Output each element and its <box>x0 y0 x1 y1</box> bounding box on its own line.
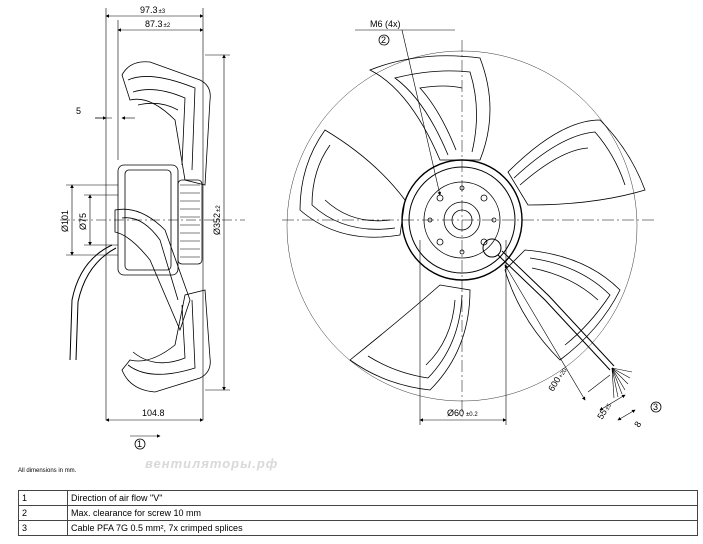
front-dimensions <box>355 29 636 425</box>
marker-3: 3 <box>650 401 662 413</box>
blade-5 <box>299 129 406 238</box>
dim-width-inner: 87.3±2 <box>145 19 171 29</box>
front-view <box>282 40 655 420</box>
blade-2 <box>507 119 646 206</box>
svg-text:1: 1 <box>137 439 142 449</box>
svg-text:2: 2 <box>381 35 386 45</box>
svg-text:3: 3 <box>653 402 658 412</box>
blade-3 <box>504 249 621 361</box>
side-blade-top <box>121 61 211 186</box>
dim-width-total: 97.3±3 <box>140 5 166 15</box>
dimensions-note: All dimensions in mm. <box>18 468 77 474</box>
dim-dia-75: Ø75 <box>78 213 88 230</box>
legend-num: 3 <box>18 520 68 536</box>
blade-1 <box>369 55 491 161</box>
dim-screw: M6 (4x) <box>370 19 401 29</box>
side-blade-bottom <box>121 289 211 393</box>
dim-dia-101: Ø101 <box>60 210 70 232</box>
dim-dia-60: Ø60±0.2 <box>447 408 478 418</box>
legend-num: 2 <box>18 505 68 521</box>
dim-cable-length: 600+20 <box>546 365 569 393</box>
legend-text: Cable PFA 7G 0.5 mm², 7x crimped splices <box>67 520 698 536</box>
marker-2: 2 <box>378 34 390 46</box>
marker-1: 1 <box>134 438 146 450</box>
dim-clearance: 5 <box>76 106 81 116</box>
side-dimensions <box>60 8 245 438</box>
side-cable <box>69 244 113 361</box>
legend-row: 2 Max. clearance for screw 10 mm <box>18 505 698 521</box>
watermark: вентиляторы.рф <box>145 456 279 471</box>
side-view <box>69 61 211 393</box>
dim-dia-352: Ø352±2 <box>212 205 222 235</box>
cable-gland <box>482 238 502 258</box>
legend-row: 3 Cable PFA 7G 0.5 mm², 7x crimped splic… <box>18 520 698 536</box>
dim-end-length: 8 <box>632 420 643 430</box>
legend-row: 1 Direction of air flow "V" <box>18 490 698 506</box>
dim-depth-bottom: 104.8 <box>142 408 165 418</box>
legend-table: 1 Direction of air flow "V" 2 Max. clear… <box>18 490 698 536</box>
front-cable <box>497 254 611 371</box>
legend-text: Direction of air flow "V" <box>67 490 698 506</box>
legend-text: Max. clearance for screw 10 mm <box>67 505 698 521</box>
blade-4 <box>349 284 471 391</box>
legend-num: 1 <box>18 490 68 506</box>
dim-strip-length: 55±5 <box>595 400 613 421</box>
